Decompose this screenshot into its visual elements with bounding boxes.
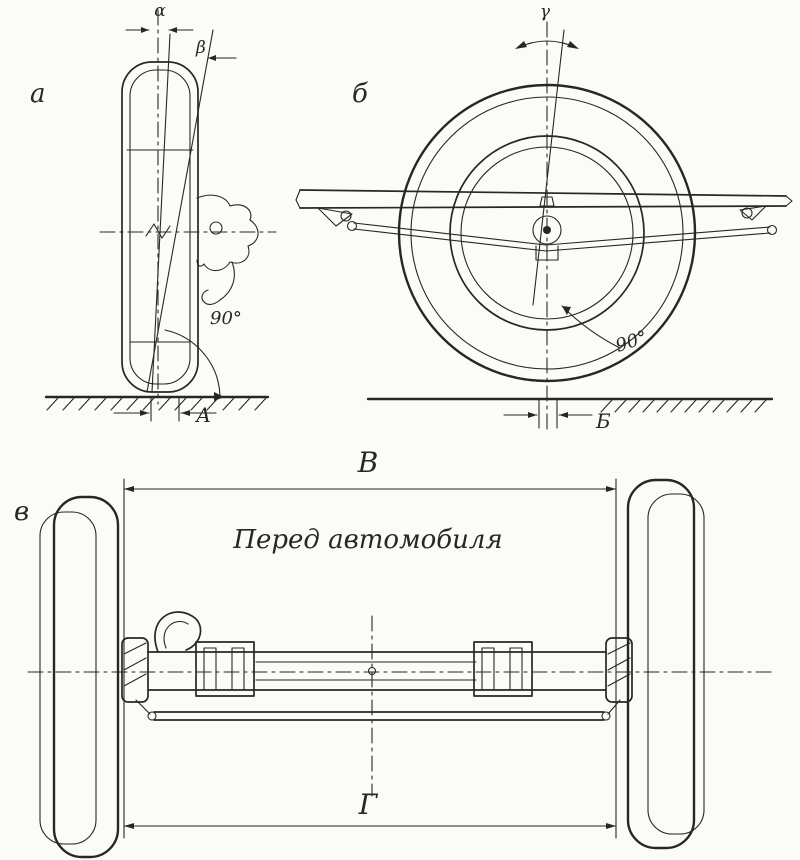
axle-beam <box>121 611 633 703</box>
ground-hatching-a <box>46 397 267 411</box>
steering-arm-loop <box>154 611 202 653</box>
right-angle-b-label: 90° <box>613 327 650 357</box>
kingpin-axis-line <box>146 29 214 393</box>
beta-label: β <box>195 38 206 58</box>
ground-hatching-b <box>600 399 767 413</box>
view-a-label: а <box>30 79 46 109</box>
steering-knuckle <box>196 194 259 305</box>
right-angle-annotation-a: 90° <box>164 308 242 401</box>
dimension-a: А <box>113 397 217 427</box>
view-a-tire <box>121 61 199 393</box>
view-v-axis-lines <box>27 615 773 797</box>
dimension-b-label: Б <box>595 409 611 433</box>
view-a-axis-lines <box>99 9 277 405</box>
dimension-g: Г <box>123 788 617 829</box>
view-b-axis-lines <box>532 21 565 431</box>
gamma-label: γ <box>540 2 551 22</box>
ground-line-a <box>44 395 270 411</box>
dimension-b: Б <box>503 398 611 433</box>
spring-shackle-right <box>739 205 767 221</box>
tie-rod-top <box>135 699 621 721</box>
kingpin-axis-line-b <box>532 29 565 306</box>
right-angle-a-label: 90° <box>210 308 242 329</box>
view-b-label: б <box>352 79 368 109</box>
tie-rod-side <box>346 220 778 252</box>
left-wheel <box>39 495 120 859</box>
hub-nut <box>539 196 555 207</box>
dimension-g-label: Г <box>358 788 379 821</box>
spring-seat-right <box>473 641 533 697</box>
alpha-label: α <box>154 1 166 21</box>
front-of-car-caption: Перед автомобиля <box>232 525 502 555</box>
ground-line-b <box>366 397 774 413</box>
view-v: в В Перед автомобиля <box>14 446 773 859</box>
dimension-v-label: В <box>357 446 379 479</box>
view-a: а α β <box>30 1 277 427</box>
dimension-v: В <box>123 446 617 839</box>
right-wheel <box>626 478 705 850</box>
camber-angle-annotation: α <box>125 1 194 33</box>
wheel-plane-line <box>151 33 171 393</box>
caster-angle-annotation: γ <box>515 2 579 49</box>
view-v-label: в <box>14 497 29 527</box>
kingpin-angle-annotation: β <box>195 38 237 61</box>
leaf-spring <box>295 189 793 261</box>
kingpin-boss-left <box>121 637 149 703</box>
view-b: б <box>295 2 793 433</box>
spring-seat-left <box>195 641 255 697</box>
dimension-a-label: А <box>194 403 211 427</box>
right-angle-annotation-b: 90° <box>561 305 650 357</box>
